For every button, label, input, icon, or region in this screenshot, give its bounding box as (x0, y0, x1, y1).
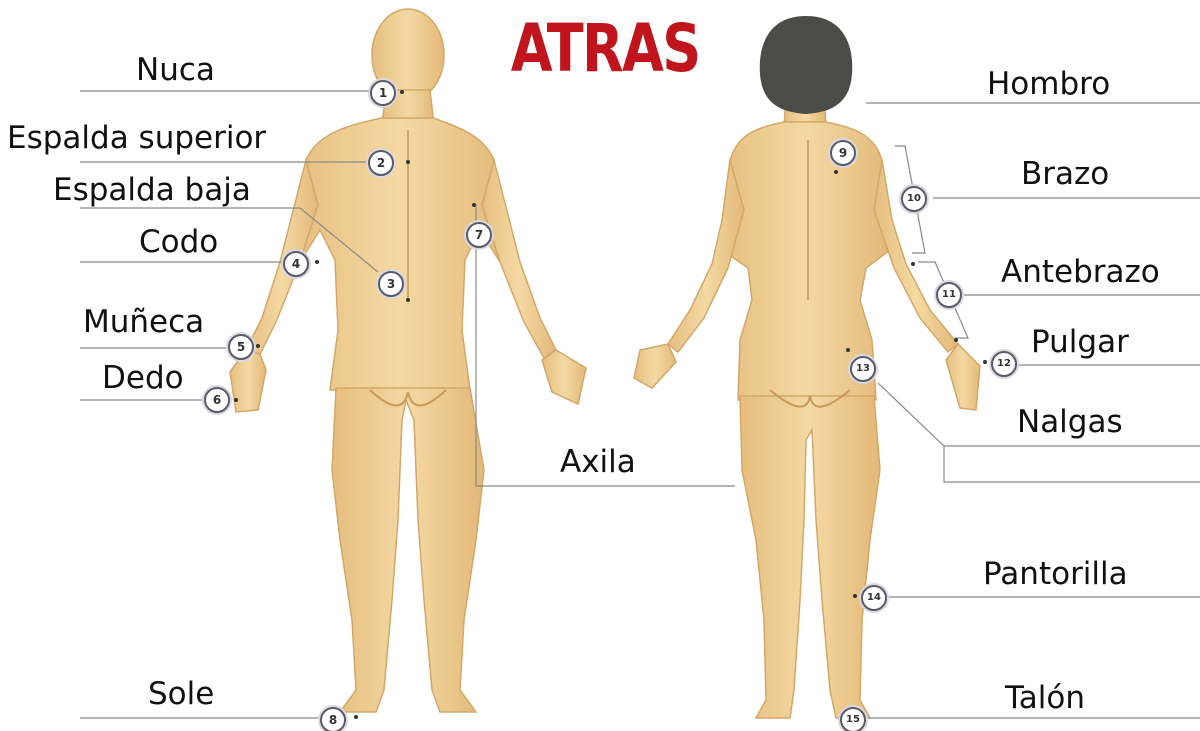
badge-7: 7 (466, 222, 492, 248)
label-nuca: Nuca (136, 52, 215, 88)
label-espalda-superior: Espalda superior (7, 120, 266, 156)
label-talon: Talón (1005, 680, 1085, 716)
label-hombro: Hombro (987, 66, 1110, 102)
label-pantorilla: Pantorilla (983, 556, 1128, 592)
label-antebrazo: Antebrazo (1001, 254, 1160, 290)
badge-11: 11 (936, 282, 962, 308)
badge-4: 4 (283, 251, 309, 277)
label-codo: Codo (139, 224, 218, 260)
badge-1: 1 (370, 80, 396, 106)
badge-5: 5 (228, 334, 254, 360)
badge-15: 15 (840, 707, 866, 731)
label-espalda-baja: Espalda baja (53, 172, 251, 208)
page-title: ATRAS (511, 14, 700, 84)
badge-3: 3 (378, 271, 404, 297)
badge-12: 12 (991, 351, 1017, 377)
badge-14: 14 (861, 585, 887, 611)
label-sole: Sole (148, 676, 214, 712)
badge-13: 13 (850, 356, 876, 382)
badge-6: 6 (204, 387, 230, 413)
hair (760, 16, 852, 114)
label-dedo: Dedo (102, 360, 184, 396)
male-figure (230, 9, 586, 712)
label-nalgas: Nalgas (1017, 404, 1123, 440)
badge-10: 10 (901, 186, 927, 212)
label-brazo: Brazo (1021, 156, 1109, 192)
label-axila: Axila (560, 444, 636, 480)
badge-2: 2 (368, 150, 394, 176)
badge-9: 9 (830, 140, 856, 166)
label-muneca: Muñeca (83, 304, 204, 340)
badge-8: 8 (320, 707, 346, 731)
female-figure (634, 90, 980, 718)
label-pulgar: Pulgar (1031, 324, 1129, 360)
